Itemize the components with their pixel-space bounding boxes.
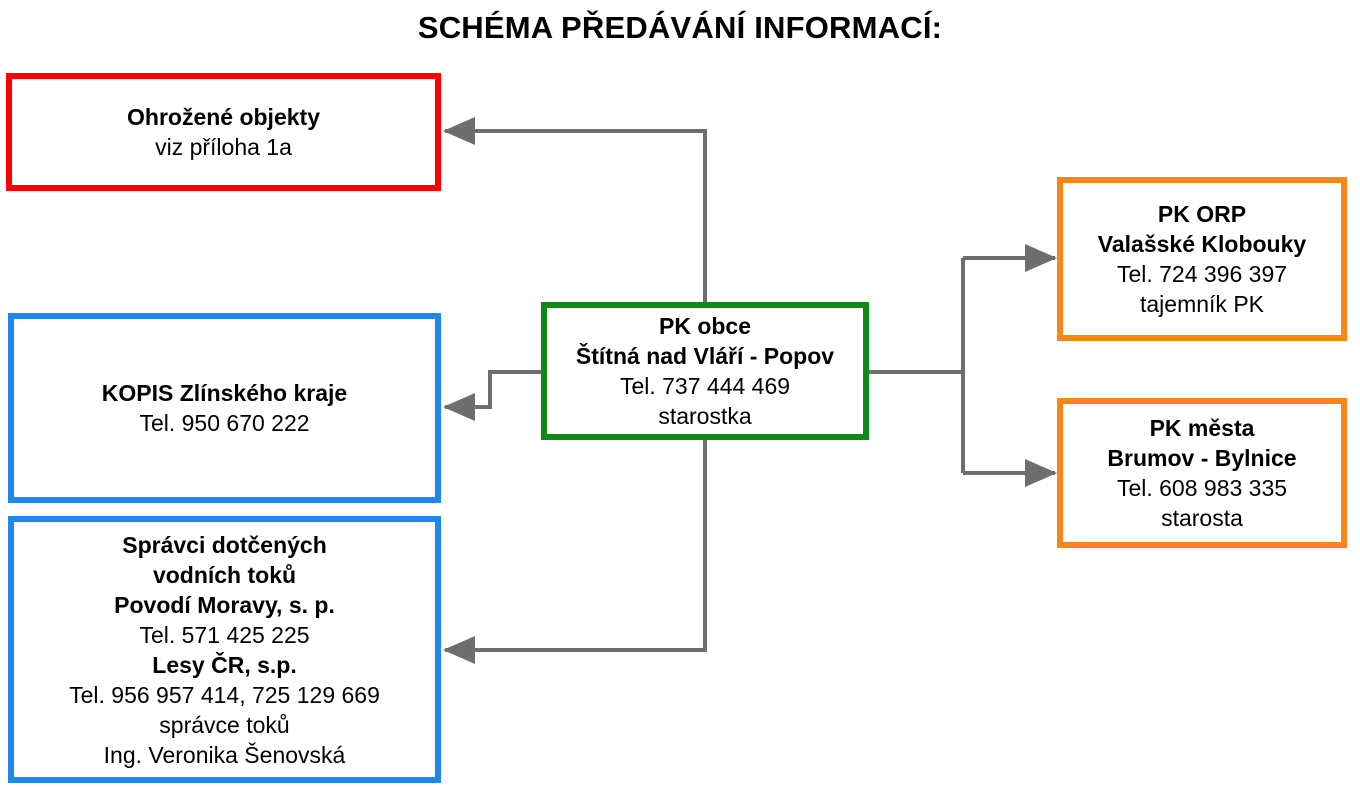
kopis-title: KOPIS Zlínského kraje <box>101 380 348 406</box>
water-title-1: Správci dotčených <box>122 531 327 558</box>
water-contact-name: Ing. Veronika Šenovská <box>103 741 346 768</box>
water-povodi: Povodí Moravy, s. p. <box>114 591 335 618</box>
orp-role: tajemník PK <box>1140 291 1264 317</box>
town-role: starosta <box>1161 505 1243 531</box>
orp-place: Valašské Klobouky <box>1097 231 1307 257</box>
arrow-to-water <box>443 438 707 664</box>
town-place: Brumov - Bylnice <box>1107 445 1297 471</box>
water-title-2: vodních toků <box>152 561 297 588</box>
threatened-title: Ohrožené objekty <box>127 104 320 130</box>
orp-title: PK ORP <box>1157 201 1247 227</box>
water-lesy-phone: Tel. 956 957 414, 725 129 669 <box>69 681 380 708</box>
center-phone: Tel. 737 444 469 <box>619 373 791 399</box>
arrow-to-kopis <box>443 370 543 421</box>
kopis-phone: Tel. 950 670 222 <box>139 410 310 436</box>
town-box: PK města Brumov - Bylnice Tel. 608 983 3… <box>1057 398 1347 548</box>
town-phone: Tel. 608 983 335 <box>1116 475 1288 501</box>
center-place: Štítná nad Vláří - Popov <box>575 343 835 369</box>
water-role: správce toků <box>159 711 290 738</box>
water-managers-box: Správci dotčených vodních toků Povodí Mo… <box>8 516 441 783</box>
center-title: PK obce <box>658 313 752 339</box>
orp-box: PK ORP Valašské Klobouky Tel. 724 396 39… <box>1057 177 1347 341</box>
diagram-title: SCHÉMA PŘEDÁVÁNÍ INFORMACÍ: <box>417 10 943 45</box>
water-povodi-phone: Tel. 571 425 225 <box>139 621 310 648</box>
town-title: PK města <box>1149 415 1255 441</box>
arrow-to-threatened <box>443 117 707 304</box>
center-commission-box: PK obce Štítná nad Vláří - Popov Tel. 73… <box>541 302 869 440</box>
center-role: starostka <box>658 403 752 429</box>
threatened-note: viz příloha 1a <box>155 134 292 160</box>
threatened-objects-box: Ohrožené objekty viz příloha 1a <box>6 73 441 191</box>
orp-phone: Tel. 724 396 397 <box>1116 261 1288 287</box>
water-lesy: Lesy ČR, s.p. <box>152 651 297 678</box>
kopis-box: KOPIS Zlínského kraje Tel. 950 670 222 <box>8 313 441 503</box>
